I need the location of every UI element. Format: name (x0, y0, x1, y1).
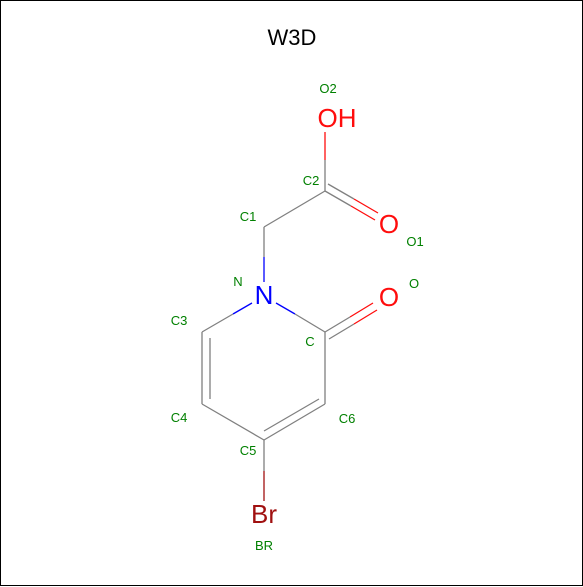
bond-n-c (294, 313, 326, 333)
bond-c-o-a-oxygen-half (349, 302, 374, 318)
atom-label-c1: C1 (240, 209, 257, 224)
bond-c2-o1-b-oxygen-half (353, 198, 379, 214)
bond-c2-o1-b (327, 183, 355, 200)
bond-n-c-nitrogen-half (275, 302, 296, 315)
atom-label-o1: O1 (406, 234, 423, 249)
bond-c-o-a (324, 316, 351, 333)
atom-label-br: BR (255, 538, 273, 553)
bond-n-c3-nitrogen-half (232, 302, 253, 315)
atom-o2-symbol: OH (318, 103, 357, 133)
atom-label-c2: C2 (303, 173, 320, 188)
bond-c4-c5 (201, 403, 265, 441)
bonds (201, 132, 379, 501)
bond-c1-c2 (263, 190, 326, 228)
atom-label-c6: C6 (339, 411, 356, 426)
bond-c-o-b-oxygen-half (353, 309, 378, 325)
atom-label-o2: O2 (319, 81, 336, 96)
bond-c2-o1-a-oxygen-half (350, 205, 376, 221)
diagram-title: W3D (268, 25, 317, 50)
element-symbols: OH O N O Br (251, 103, 399, 529)
bond-c5-c6-inner (263, 398, 320, 432)
atom-label-c5: C5 (240, 443, 257, 458)
bond-c-o-b (328, 323, 355, 340)
bond-c5-c6 (263, 403, 326, 441)
atom-br-symbol: Br (251, 499, 277, 529)
atom-label-c: C (305, 334, 314, 349)
atom-label-o: O (409, 276, 419, 291)
atom-o1-symbol: O (379, 209, 399, 239)
atom-n-symbol: N (255, 280, 274, 310)
atom-label-c3: C3 (171, 313, 188, 328)
atom-o-symbol: O (379, 282, 399, 312)
bond-n-c3 (201, 313, 234, 333)
atom-label-n: N (233, 274, 242, 289)
bond-c2-o1-a (324, 190, 352, 207)
atom-label-c4: C4 (171, 410, 188, 425)
atom-labels: O2 C2 C1 O1 N O C3 C C4 C6 C5 BR (171, 81, 424, 553)
